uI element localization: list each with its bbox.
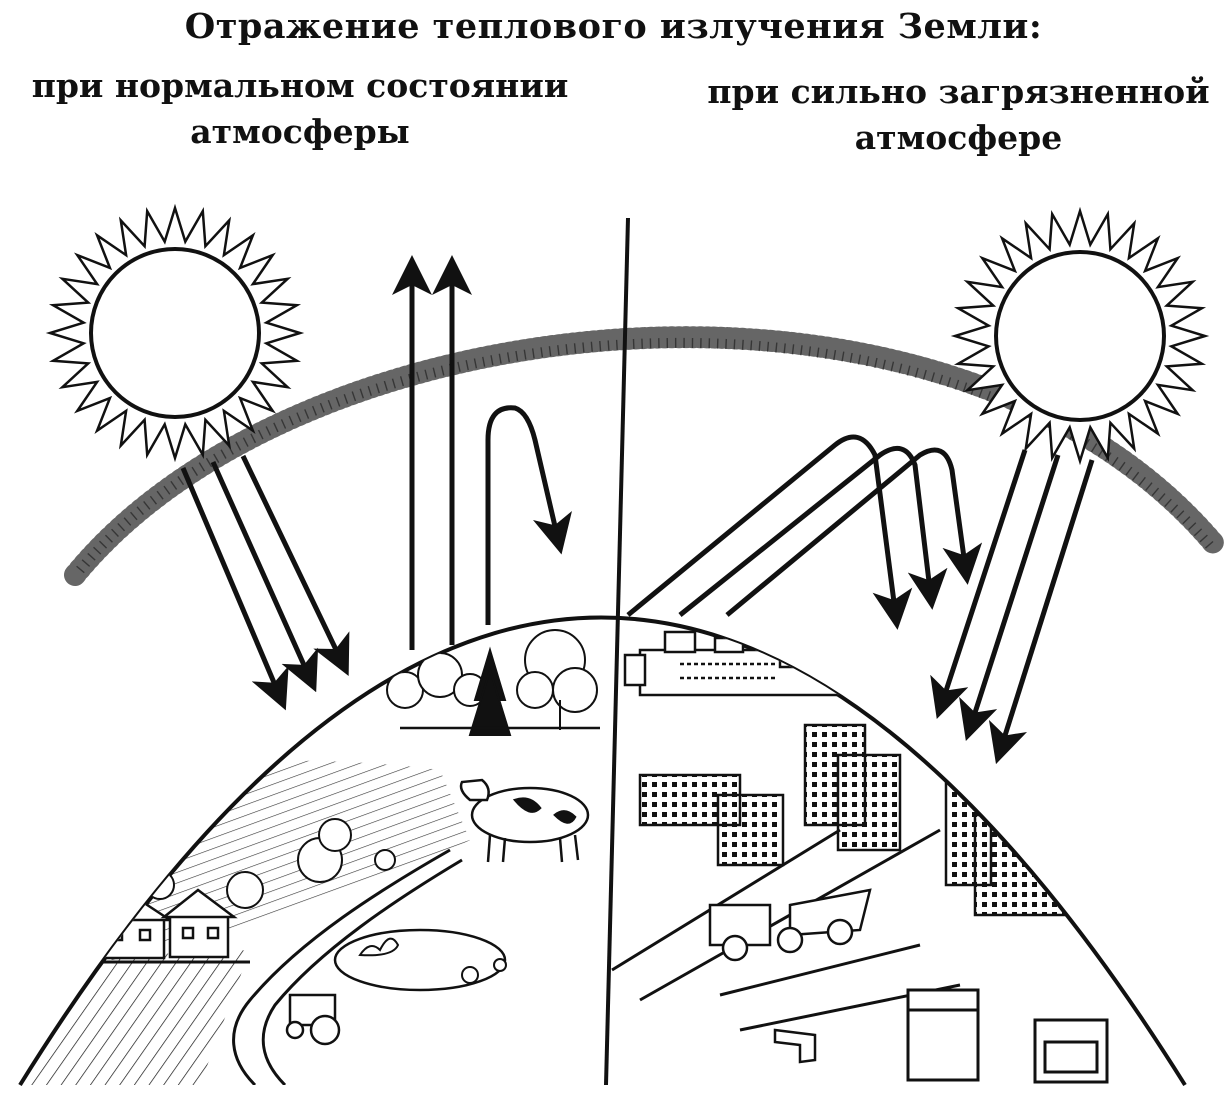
left-caption-line2: атмосферы bbox=[190, 112, 410, 151]
left-incoming-rays bbox=[180, 454, 350, 711]
duck-icon bbox=[358, 937, 400, 957]
sun-right-icon bbox=[950, 206, 1210, 466]
right-incoming-rays bbox=[930, 449, 1095, 765]
diagram-title: Отражение теплового излучения Земли: bbox=[184, 6, 1043, 47]
refrigerator-icon bbox=[906, 988, 980, 1082]
tractor-icon bbox=[285, 993, 341, 1046]
left-outgoing-rays bbox=[392, 255, 572, 650]
left-caption-line1: при нормальном состоянии bbox=[31, 66, 569, 105]
right-caption-line1: при сильно загрязненной bbox=[707, 72, 1210, 111]
road bbox=[232, 848, 451, 1085]
cow-icon bbox=[459, 778, 590, 863]
building-icon bbox=[638, 723, 1082, 917]
pond bbox=[333, 928, 507, 992]
right-trapped-rays bbox=[626, 434, 983, 630]
factory-icon bbox=[623, 617, 847, 697]
bush-icon bbox=[374, 849, 507, 984]
stove-icon bbox=[1033, 1018, 1109, 1084]
sun-left-icon bbox=[45, 203, 305, 463]
plowed-field bbox=[20, 950, 250, 1085]
forest-icon bbox=[386, 629, 600, 736]
right-caption-line2: атмосфере bbox=[854, 118, 1063, 157]
divider-line bbox=[604, 217, 630, 1086]
right-cityscape bbox=[611, 617, 1109, 1084]
faucet-icon bbox=[773, 1028, 817, 1064]
dump-truck-icon bbox=[708, 888, 872, 962]
left-landscape bbox=[20, 629, 600, 1085]
